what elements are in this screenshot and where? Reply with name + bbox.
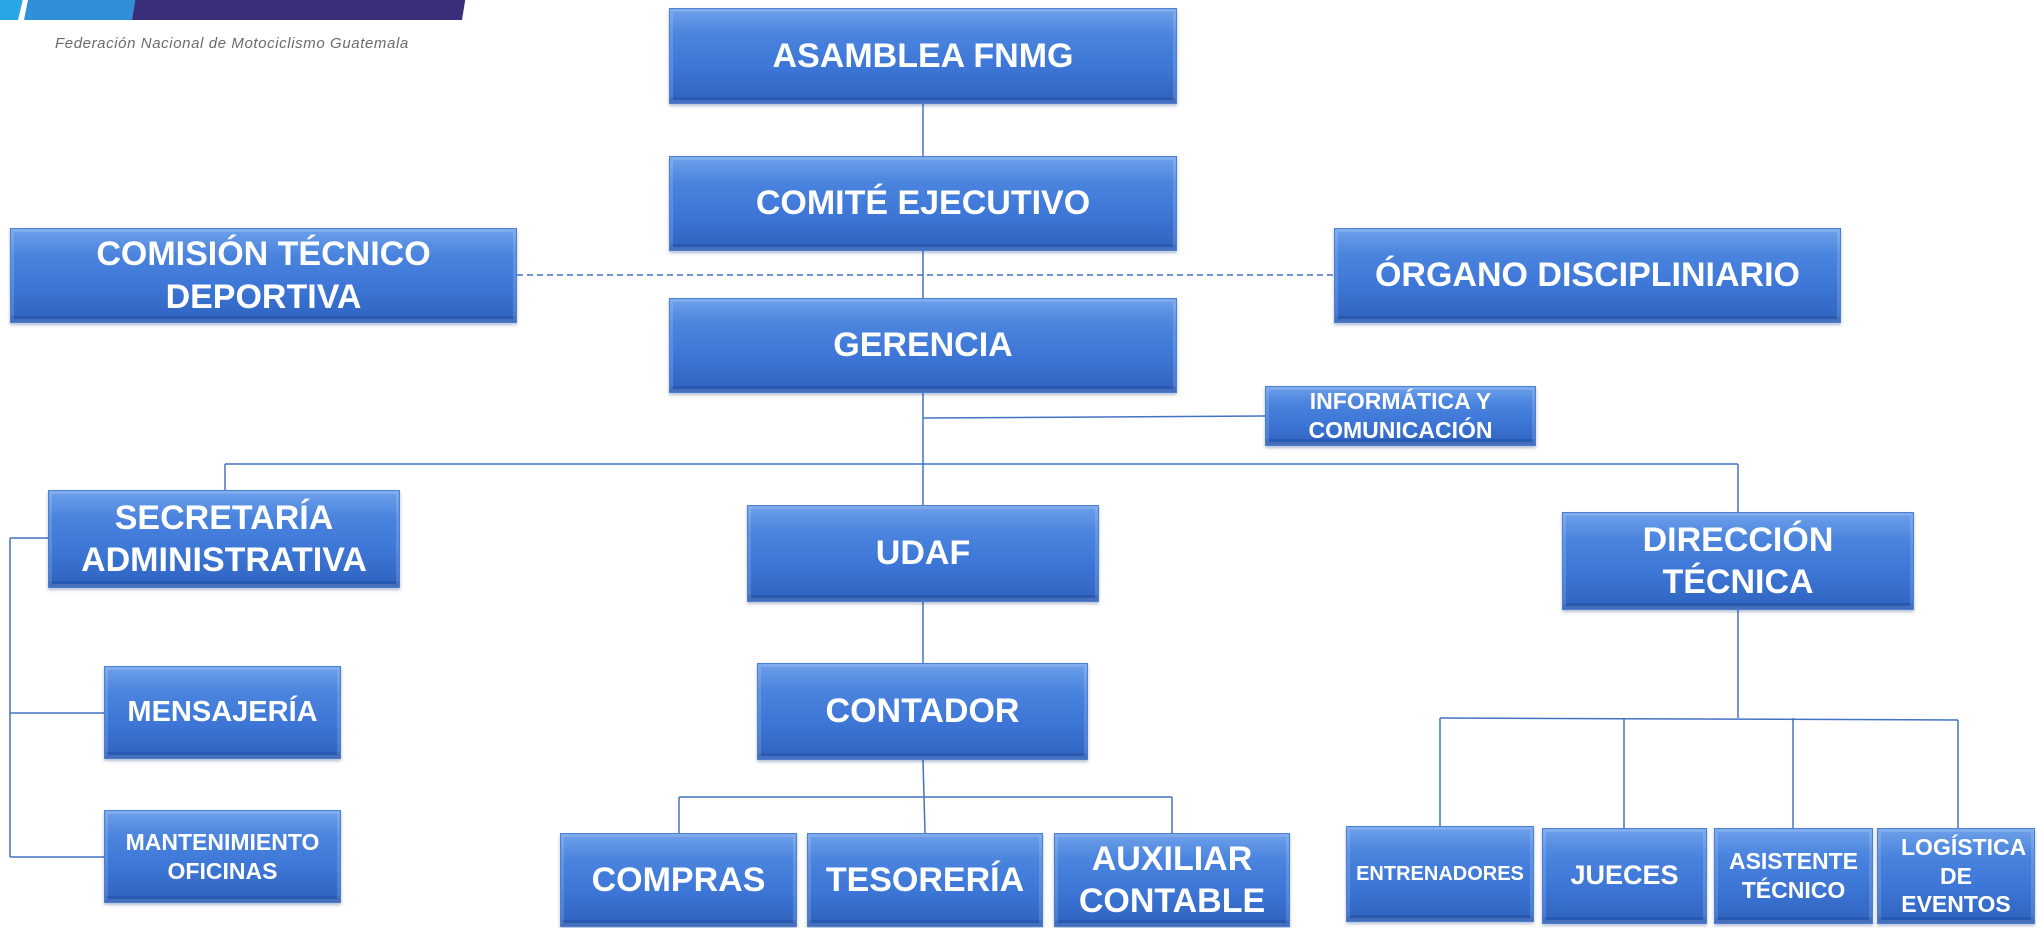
logo-mark-icon (0, 0, 466, 20)
node-direccion-tecnica: DIRECCIÓN TÉCNICA (1562, 512, 1914, 610)
node-mensajeria: MENSAJERÍA (104, 666, 341, 759)
node-udaf-label: UDAF (875, 534, 971, 573)
node-compras-label: COMPRAS (591, 860, 766, 899)
node-auxiliar-label: AUXILIAR CONTABLE (1078, 839, 1266, 921)
node-comision-label: COMISIÓN TÉCNICO DEPORTIVA (96, 235, 431, 316)
node-mantenimiento-oficinas: MANTENIMIENTO OFICINAS (104, 810, 341, 903)
node-tesoreria-label: TESORERÍA (825, 860, 1025, 899)
node-asamblea-fnmg-label: ASAMBLEA FNMG (772, 36, 1074, 75)
node-comite-ejecutivo-label: COMITÉ EJECUTIVO (755, 184, 1091, 223)
node-secretaria-label: SECRETARÍA ADMINISTRATIVA (81, 498, 367, 580)
node-mensajeria-label: MENSAJERÍA (127, 696, 318, 729)
node-auxiliar-contable: AUXILIAR CONTABLE (1054, 833, 1290, 927)
node-tesoreria: TESORERÍA (807, 833, 1043, 927)
node-organo-label: ÓRGANO DISCIPLINIARIO (1374, 256, 1801, 295)
node-jueces-label: JUECES (1570, 860, 1679, 891)
node-mantenimiento-label: MANTENIMIENTO OFICINAS (125, 828, 320, 884)
node-entrenadores: ENTRENADORES (1346, 826, 1534, 922)
node-comite-ejecutivo: COMITÉ EJECUTIVO (669, 156, 1177, 251)
node-informatica-label: INFORMÁTICA Y COMUNICACIÓN (1308, 388, 1493, 443)
connector-informatica (922, 415, 1266, 419)
node-gerencia-label: GERENCIA (833, 326, 1013, 365)
node-secretaria-administrativa: SECRETARÍA ADMINISTRATIVA (48, 490, 400, 588)
node-contador: CONTADOR (757, 663, 1088, 760)
node-informatica-comunicacion: INFORMÁTICA Y COMUNICACIÓN (1265, 386, 1536, 446)
node-udaf: UDAF (747, 505, 1099, 602)
logo-tagline: Federación Nacional de Motociclismo Guat… (55, 35, 409, 52)
fnmg-logo: Federación Nacional de Motociclismo Guat… (0, 0, 480, 60)
connector-direccion-bar (1439, 717, 1959, 721)
node-direccion-label: DIRECCIÓN TÉCNICA (1642, 520, 1834, 602)
node-logistica-eventos: LOGÍSTICA DE EVENTOS (1877, 828, 2035, 924)
node-comision-tecnico-deportiva: COMISIÓN TÉCNICO DEPORTIVA (10, 228, 517, 323)
node-organo-disciplinario: ÓRGANO DISCIPLINIARIO (1334, 228, 1841, 323)
node-asamblea-fnmg: ASAMBLEA FNMG (669, 8, 1177, 104)
node-asistente-label: ASISTENTE TÉCNICO (1728, 848, 1859, 903)
node-contador-label: CONTADOR (825, 692, 1020, 731)
node-jueces: JUECES (1542, 828, 1707, 924)
node-gerencia: GERENCIA (669, 298, 1177, 393)
node-asistente-tecnico: ASISTENTE TÉCNICO (1714, 828, 1873, 924)
node-compras: COMPRAS (560, 833, 797, 927)
node-entrenadores-label: ENTRENADORES (1356, 862, 1524, 885)
node-logistica-label: LOGÍSTICA DE EVENTOS (1901, 833, 2027, 918)
